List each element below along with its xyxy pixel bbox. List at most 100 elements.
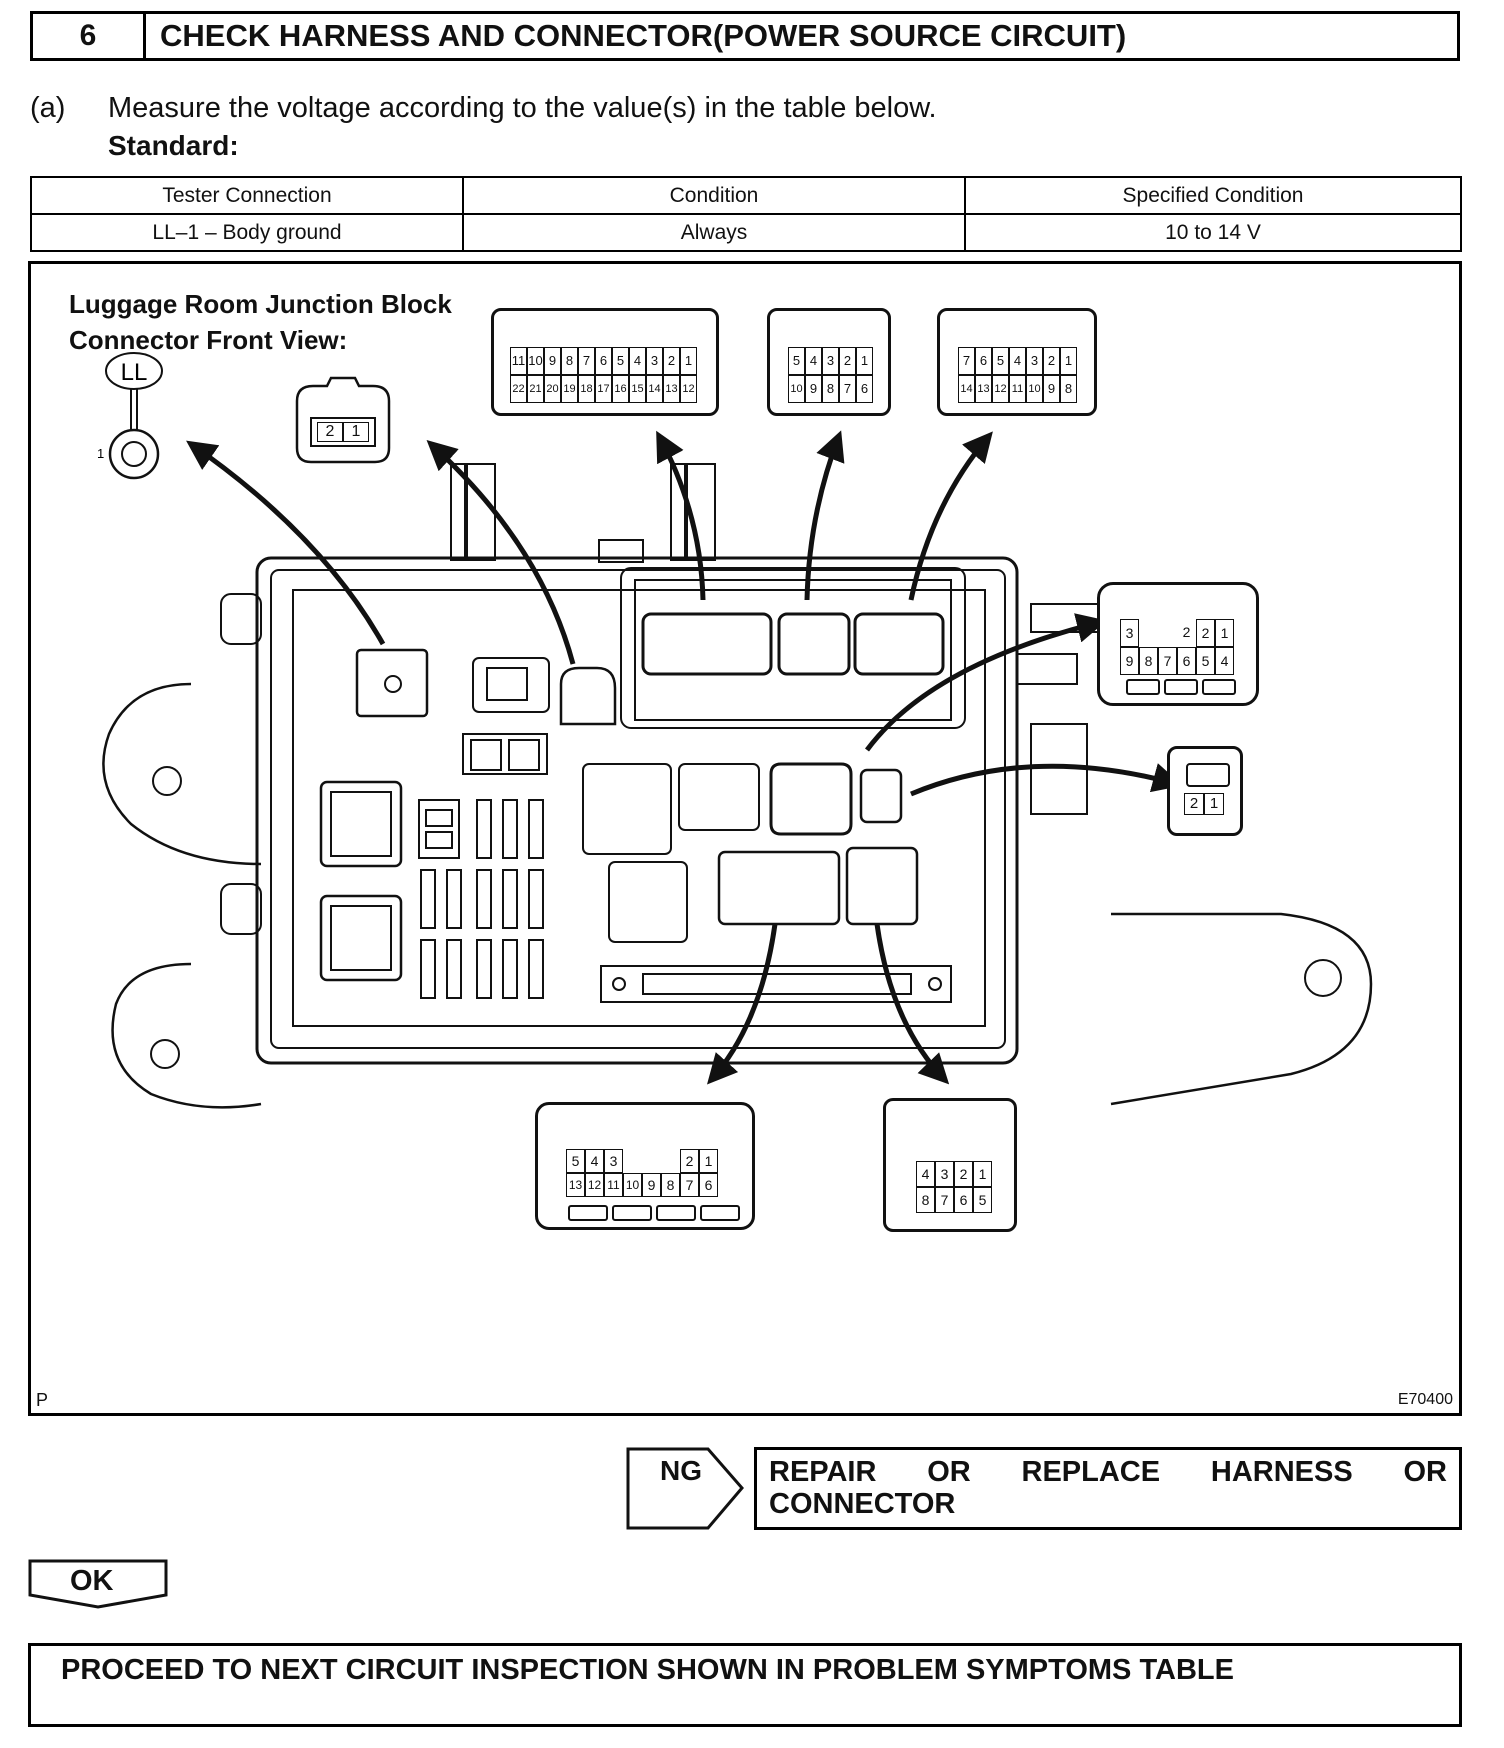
pin: 4	[629, 347, 646, 375]
figure-title-line2: Connector Front View:	[69, 325, 348, 355]
pin: 6	[1177, 647, 1196, 675]
pin: 13	[663, 375, 680, 403]
connector-22pin: 11 10 9 8 7 6 5 4 3 2 1 22 21 20 19 18 1…	[491, 308, 719, 416]
pin: 9	[544, 347, 561, 375]
pin: 7	[680, 1173, 699, 1197]
pin: 17	[595, 375, 612, 403]
connector-2pin-right: 2 1	[1167, 746, 1243, 836]
pin: 3	[1026, 347, 1043, 375]
pin: 5	[992, 347, 1009, 375]
pin	[1139, 619, 1158, 645]
pin: 12	[585, 1173, 604, 1197]
pin: 3	[822, 347, 839, 375]
pin: 8	[661, 1173, 680, 1197]
pin: 10	[1026, 375, 1043, 403]
pin: 6	[595, 347, 612, 375]
pin: 5	[612, 347, 629, 375]
pin: 11	[510, 347, 527, 375]
pin: 12	[992, 375, 1009, 403]
pin: 4	[1009, 347, 1026, 375]
pin: 5	[788, 347, 805, 375]
connector-ll-pin: 1	[97, 446, 104, 461]
pin: 2	[663, 347, 680, 375]
pin: 1	[1215, 619, 1234, 647]
pin: 10	[788, 375, 805, 403]
pin: 5	[1196, 647, 1215, 675]
connector-arrows	[186, 430, 1183, 1085]
pin: 11	[1009, 375, 1026, 403]
figure-title-line1: Luggage Room Junction Block	[69, 289, 452, 319]
pin: 2	[1043, 347, 1060, 375]
pin: 2	[1182, 624, 1191, 640]
spec-table: Tester Connection Condition Specified Co…	[30, 176, 1462, 252]
pin: 12	[680, 375, 697, 403]
ok-arrow-box	[28, 1559, 168, 1609]
pin	[623, 1149, 642, 1171]
ok-action-box: PROCEED TO NEXT CIRCUIT INSPECTION SHOWN…	[28, 1643, 1462, 1727]
pin: 3	[646, 347, 663, 375]
junction-block-body	[102, 463, 1373, 1109]
pin: 8	[1060, 375, 1077, 403]
pin: 7	[578, 347, 595, 375]
pin: 2	[839, 347, 856, 375]
pin: 6	[975, 347, 992, 375]
pin: 4	[916, 1161, 935, 1187]
ok-action-text: PROCEED TO NEXT CIRCUIT INSPECTION SHOWN…	[61, 1654, 1234, 1686]
latch	[612, 1205, 652, 1221]
figure-title: Luggage Room Junction Block Connector Fr…	[69, 286, 452, 358]
pin: 2	[1196, 619, 1215, 647]
pin: 22	[510, 375, 527, 403]
instruction-text: Measure the voltage according to the val…	[108, 92, 937, 124]
pin: 13	[566, 1173, 585, 1197]
latch	[1164, 679, 1198, 695]
pin: 13	[975, 375, 992, 403]
pin: 7	[1158, 647, 1177, 675]
pin: 11	[604, 1173, 623, 1197]
pin: 16	[612, 375, 629, 403]
pin: 3	[1120, 619, 1139, 647]
step-header: 6 CHECK HARNESS AND CONNECTOR(POWER SOUR…	[30, 11, 1460, 61]
pin	[642, 1149, 661, 1171]
connector-8pin: 4 3 2 1 8 7 6 5	[883, 1098, 1017, 1232]
pin: 1	[856, 347, 873, 375]
pin: 9	[1043, 375, 1060, 403]
pin: 20	[544, 375, 561, 403]
pin: 19	[561, 375, 578, 403]
pin: 1	[680, 347, 697, 375]
pin: 6	[954, 1187, 973, 1213]
ok-label: OK	[70, 1565, 114, 1597]
pin: 18	[578, 375, 595, 403]
table-row: LL–1 – Body ground Always 10 to 14 V	[30, 213, 1462, 252]
pin	[1158, 619, 1177, 645]
pin: 6	[856, 375, 873, 403]
ng-label: NG	[660, 1455, 702, 1486]
pin: 7	[958, 347, 975, 375]
pin: 7	[935, 1187, 954, 1213]
spec-header-tester: Tester Connection	[30, 176, 464, 215]
pin: 1	[1060, 347, 1077, 375]
pin: 4	[805, 347, 822, 375]
pin: 8	[1139, 647, 1158, 675]
latch	[700, 1205, 740, 1221]
latch	[656, 1205, 696, 1221]
latch	[1126, 679, 1160, 695]
pin: 8	[916, 1187, 935, 1213]
figure-corner-mark: P	[36, 1390, 49, 1410]
latch	[568, 1205, 608, 1221]
standard-label: Standard:	[108, 130, 239, 161]
pin: 1	[343, 422, 369, 442]
connector-ll: LL 1	[97, 352, 163, 480]
pin: 8	[561, 347, 578, 375]
pin: 8	[822, 375, 839, 403]
pin: 21	[527, 375, 544, 403]
connector-14pin: 7 6 5 4 3 2 1 14 13 12 11 10 9 8	[937, 308, 1097, 416]
spec-header-condition: Condition	[462, 176, 966, 215]
connector-2pin-top-pins: 2 1	[317, 422, 369, 442]
ng-action-text: REPAIR OR REPLACE HARNESS OR CONNECTOR	[769, 1456, 1447, 1520]
pin	[661, 1149, 680, 1171]
pin: 14	[958, 375, 975, 403]
spec-header-specified: Specified Condition	[964, 176, 1462, 215]
pin: 9	[805, 375, 822, 403]
spec-table-header-row: Tester Connection Condition Specified Co…	[30, 176, 1462, 215]
latch	[1202, 679, 1236, 695]
